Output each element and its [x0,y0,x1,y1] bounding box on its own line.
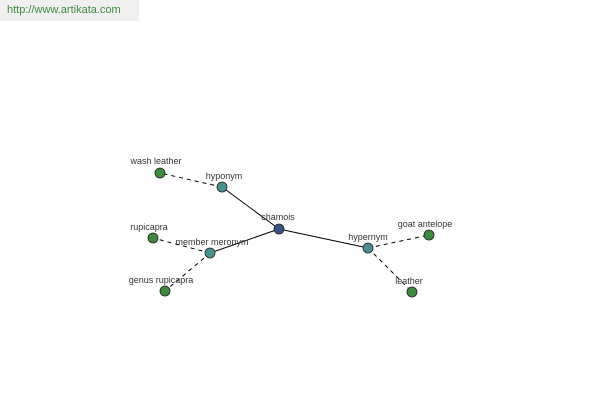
label-leather[interactable]: leather [395,276,423,286]
node-wash-leather[interactable] [154,167,166,179]
edge-hypernym-leather [367,247,413,293]
label-member-meronym[interactable]: member meronym [175,237,248,247]
label-genus-rupicapra[interactable]: genus rupicapra [129,275,194,285]
label-rupicapra[interactable]: rupicapra [130,222,168,232]
node-genus-rupicapra[interactable] [159,285,171,297]
edge-center-hypernym [278,228,369,249]
edge-center-member-meronym [209,228,280,254]
label-center[interactable]: chamois [261,212,295,222]
edge-member-meronym-genus-rupicapra [164,252,211,292]
node-rupicapra[interactable] [147,232,159,244]
graph-labels: chamois hyponym member meronym hypernym wash… [129,156,453,286]
node-hyponym[interactable] [216,181,228,193]
edge-center-hyponym [221,186,280,230]
site-url-link[interactable]: http://www.artikata.com [7,4,121,16]
label-hypernym[interactable]: hypernym [348,232,388,242]
edge-hypernym-goat-antelope [367,234,430,249]
label-wash-leather[interactable]: wash leather [129,156,181,166]
label-hyponym[interactable]: hyponym [206,171,243,181]
edge-member-meronym-rupicapra [152,237,211,254]
url-bar: http://www.artikata.com [0,0,139,21]
edge-hyponym-wash-leather [159,172,223,188]
label-goat-antelope[interactable]: goat antelope [398,219,453,229]
node-leather[interactable] [406,286,418,298]
node-goat-antelope[interactable] [423,229,435,241]
node-center[interactable] [273,223,285,235]
graph-nodes [147,167,435,298]
node-hypernym[interactable] [362,242,374,254]
node-member-meronym[interactable] [204,247,216,259]
graph-edges [152,172,430,293]
